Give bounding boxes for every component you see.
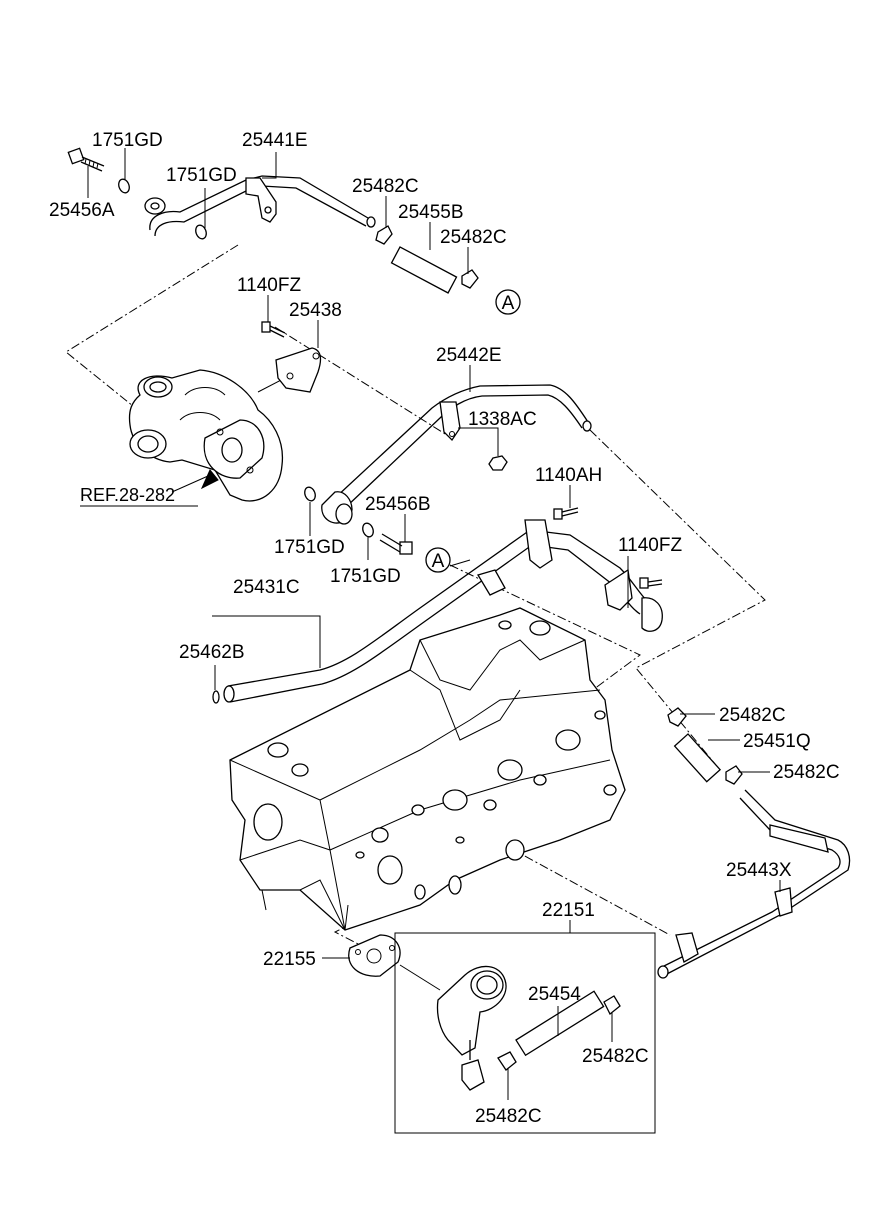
pipe-25442e [321,384,592,525]
label-22151: 22151 [542,900,595,921]
label-25482c-e: 25482C [582,1046,649,1067]
label-ref: REF.28-282 [80,485,175,505]
label-1140ah: 1140AH [535,465,602,486]
hose-25451q [667,707,743,785]
label-25451q: 25451Q [743,731,811,752]
bolt-25456a [67,147,105,172]
label-25442e: 25442E [436,345,502,366]
label-25462b: 25462B [179,642,245,663]
nut-1338ac [488,455,508,471]
turbocharger [128,369,286,502]
label-25456b: 25456B [365,494,431,515]
label-25482c-d: 25482C [773,762,840,783]
pipe-25431c [212,507,663,704]
label-25454: 25454 [528,984,581,1005]
label-25443x: 25443X [726,860,792,881]
labels: 1751GD 25441E 1751GD 25456A 25482C 25455… [49,130,840,1127]
gasket-1751gd-top [118,178,207,240]
label-1751gd-c: 1751GD [274,537,345,558]
label-25455b: 25455B [398,202,464,223]
ref-arrow [200,469,219,490]
marker-a-top [495,289,521,315]
pipe-25443x [657,789,851,979]
label-25482c-a: 25482C [352,176,419,197]
label-25482c-c: 25482C [719,705,786,726]
gasket-22155 [348,934,401,977]
label-22155: 22155 [263,949,316,970]
label-1140fz-a: 1140FZ [237,275,301,296]
marker-a-mid [425,547,451,573]
bracket-25438 [261,321,322,393]
label-1140fz-b: 1140FZ [618,535,682,556]
label-25438: 25438 [289,300,342,321]
label-25456a: 25456A [49,200,115,221]
bolt-25456b [379,533,413,555]
gasket-1751gd-mid [304,486,374,538]
marker-a-mid-letter: A [432,551,445,572]
cylinder-head [229,607,626,931]
marker-a-top-letter: A [502,293,515,314]
label-1751gd-b: 1751GD [166,165,237,186]
label-25431c: 25431C [233,577,300,598]
label-25482c-f: 25482C [475,1106,542,1127]
leader-lines [87,148,781,1100]
clamp-hose-25455b [375,225,479,294]
label-25441e: 25441E [242,130,308,151]
label-25482c-b: 25482C [440,227,507,248]
label-1338ac: 1338AC [468,409,537,430]
pipe-25441e [144,175,376,237]
label-1751gd-a: 1751GD [92,130,163,151]
label-1751gd-d: 1751GD [330,566,401,587]
housing-22151 [394,932,656,1134]
